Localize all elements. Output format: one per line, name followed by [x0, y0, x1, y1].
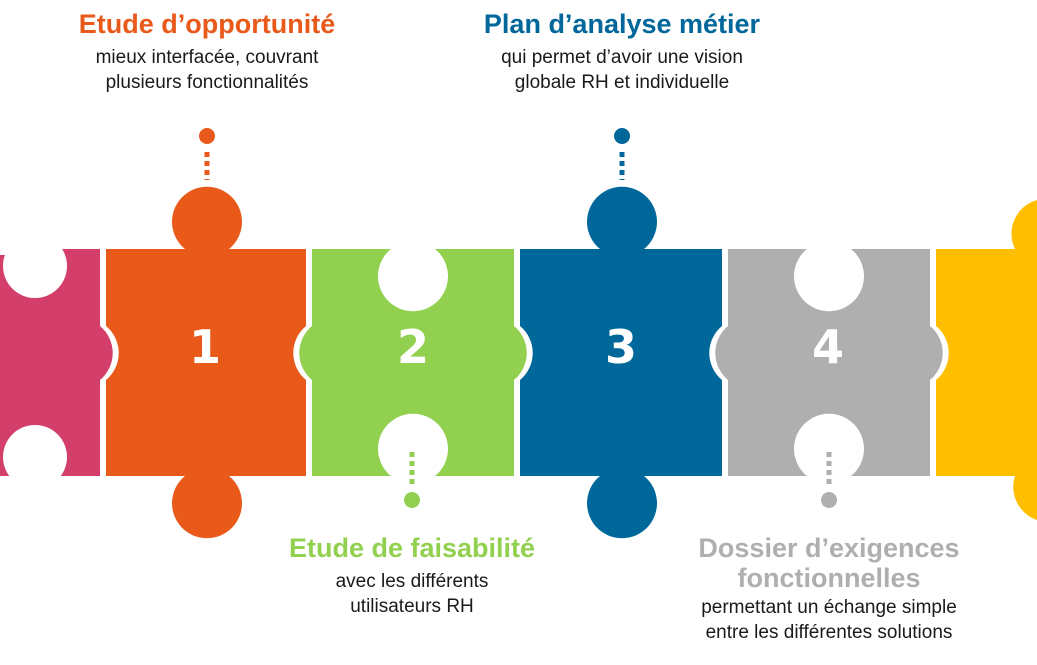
socket-left-bottom — [3, 425, 67, 489]
step-2-number: 2 — [396, 320, 429, 374]
connector-1 — [199, 128, 215, 180]
puzzle-piece-left-edge — [0, 249, 113, 476]
step-1-title: Etude d’opportunité — [78, 9, 336, 39]
step-1-number: 1 — [188, 320, 221, 374]
step-2-label: Etude de faisabilité avec les différents… — [242, 533, 582, 619]
step-1-description: mieux interfacée, couvrant plusieurs fon… — [37, 45, 377, 95]
connector-3 — [614, 128, 630, 180]
step-1-label: Etude d’opportunité mieux interfacée, co… — [37, 9, 377, 95]
step-4-title-line: Dossier d’exigences — [698, 533, 960, 563]
step-3-label: Plan d’analyse métier qui permet d’avoir… — [437, 9, 807, 95]
step-2-description-line: utilisateurs RH — [350, 596, 474, 617]
step-3-description-line: qui permet d’avoir une vision — [501, 47, 743, 68]
step-1-description-line: plusieurs fonctionnalités — [105, 72, 309, 93]
step-3-description-line: globale RH et individuelle — [514, 72, 730, 93]
step-4-description-line: entre les différentes solutions — [705, 622, 953, 643]
puzzle-piece-2 — [299, 249, 527, 476]
puzzle-piece-right-edge — [936, 200, 1037, 520]
step-3-number: 3 — [604, 320, 637, 374]
puzzle-piece-4 — [715, 249, 943, 476]
socket-left-top — [3, 234, 67, 298]
puzzle-piece-3 — [520, 186, 722, 539]
step-2-title: Etude de faisabilité — [288, 533, 536, 563]
step-2-description: avec les différents utilisateurs RH — [242, 569, 582, 619]
step-4-title-line: fonctionnelles — [737, 563, 921, 593]
step-4-title: Dossier d’exigences fonctionnelles — [664, 533, 994, 593]
step-1-description-line: mieux interfacée, couvrant — [95, 47, 319, 68]
connector-2 — [404, 452, 420, 508]
step-2-description-line: avec les différents — [335, 571, 489, 592]
step-4-number: 4 — [811, 320, 844, 374]
step-4-label: Dossier d’exigences fonctionnelles perme… — [664, 533, 994, 645]
step-4-description: permettant un échange simple entre les d… — [664, 595, 994, 645]
puzzle-piece-1 — [106, 186, 306, 539]
step-3-description: qui permet d’avoir une vision globale RH… — [437, 45, 807, 95]
step-4-description-line: permettant un échange simple — [701, 597, 957, 618]
connector-4 — [821, 452, 837, 508]
step-3-title: Plan d’analyse métier — [483, 9, 761, 39]
